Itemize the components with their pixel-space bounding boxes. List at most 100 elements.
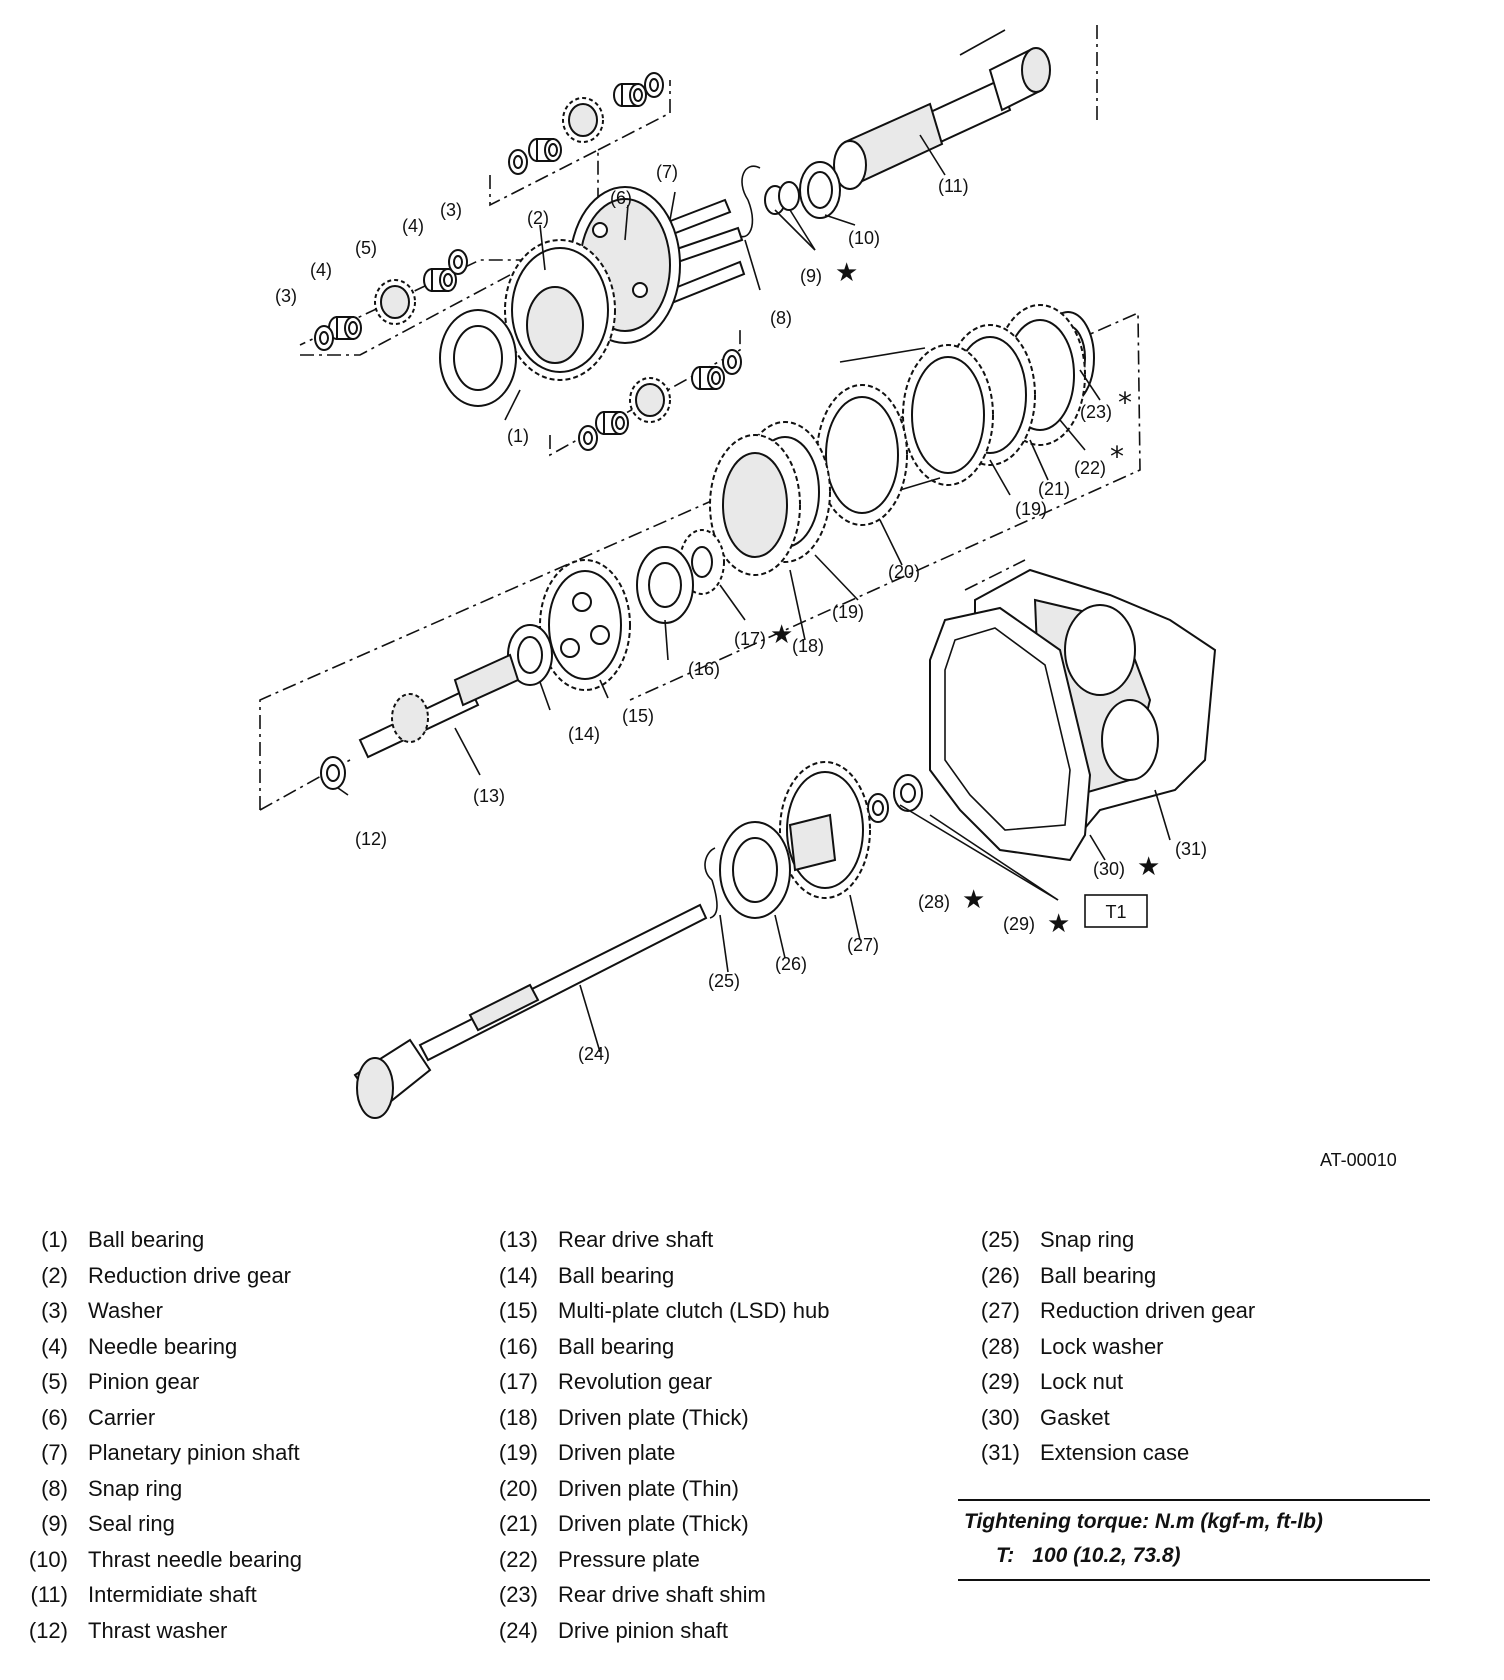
legend-item: (28) Lock washer: [970, 1329, 1255, 1365]
legend-item: (24)Drive pinion shaft: [488, 1613, 829, 1649]
rear-drive-shaft-13: [358, 653, 520, 759]
clutch-plate-stack: [709, 304, 1095, 576]
legend-item: (14)Ball bearing: [488, 1258, 829, 1294]
exploded-diagram: (1) (2) (3) (3) (4) (4) (5) (6) (7) (8) …: [259, 25, 1217, 1119]
legend-item: (6)Carrier: [18, 1400, 302, 1436]
legend-item: (9) Seal ring: [18, 1506, 302, 1542]
legend-item: (7) Planetary pinion shaft: [18, 1435, 302, 1471]
star-markers: ★ ★ ★ ★ ★ * *: [770, 258, 1160, 939]
legend-num: (17): [498, 1369, 538, 1394]
legend-name: Snap ring: [88, 1475, 183, 1501]
torque-spec: T: 100 (10.2, 73.8): [958, 1539, 1430, 1573]
washer-upper: [644, 72, 664, 98]
assembly-boundary-pinions-left: [299, 259, 539, 356]
callout-18: (18): [792, 636, 824, 656]
legend-item: (22)Pressure plate: [488, 1542, 829, 1578]
legend-name: Multi-plate clutch (LSD) hub: [558, 1298, 830, 1323]
callout-25: (25): [708, 971, 740, 991]
legend-num: (15): [498, 1298, 538, 1323]
pinion-gear-upper: [562, 97, 604, 143]
lock-washer-28: [867, 793, 889, 823]
callout-5: (5): [355, 238, 377, 258]
legend-num: (8): [41, 1475, 68, 1501]
legend-item: (31)Extension case: [970, 1435, 1255, 1471]
legend-item: (1)Ball bearing: [18, 1222, 302, 1258]
thrust-washer-12: [320, 756, 346, 790]
legend-name: Revolution gear: [558, 1369, 713, 1394]
legend-num: (22): [498, 1546, 538, 1572]
legend-num: (1): [41, 1227, 68, 1252]
legend-name: Reduction driven gear: [1040, 1298, 1256, 1323]
legend-item: (19)Driven plate: [488, 1435, 829, 1471]
legend-item: (5)Pinion gear: [18, 1364, 302, 1400]
pinion-gear-5: [374, 279, 416, 325]
parts-legend-col1: (1)Ball bearing (2)Reduction drive gear …: [18, 1222, 302, 1648]
callout-1: (1): [507, 426, 529, 446]
planetary-pinion-shaft-7: [658, 198, 746, 304]
legend-num: (24): [498, 1617, 538, 1643]
legend-item: (29)Lock nut: [970, 1364, 1255, 1400]
legend-item: (26)Ball bearing: [970, 1258, 1255, 1294]
ball-bearing-16: [636, 546, 694, 624]
star-icon-30: ★: [1137, 852, 1160, 882]
legend-name: Driven plate (Thick): [558, 1404, 749, 1430]
legend-num: (5): [41, 1369, 68, 1394]
legend-name: Extension case: [1040, 1440, 1190, 1465]
washer-3a: [314, 325, 334, 351]
drive-pinion-shaft-24: [353, 903, 708, 1119]
torque-value: 100 (10.2, 73.8): [1032, 1544, 1181, 1567]
legend-item: (10)Thrast needle bearing: [18, 1542, 302, 1578]
torque-label: T:: [996, 1544, 1015, 1567]
reduction-drive-gear-2: [504, 239, 616, 381]
parts-legend-col2: (13)Rear drive shaft (14)Ball bearing (1…: [488, 1222, 830, 1649]
washer-3b: [448, 249, 468, 275]
legend-num: (7): [41, 1440, 68, 1465]
callout-10: (10): [848, 228, 880, 248]
callout-4a: (4): [310, 260, 332, 280]
callout-labels: (1) (2) (3) (3) (4) (4) (5) (6) (7) (8) …: [275, 162, 1207, 1064]
legend-name: Lock nut: [1040, 1369, 1124, 1394]
intermediate-shaft-11: [833, 47, 1051, 190]
callout-16: (16): [688, 659, 720, 679]
legend-num: (21): [498, 1511, 538, 1536]
callout-27: (27): [847, 935, 879, 955]
callout-20: (20): [888, 562, 920, 582]
needle-bearing-upper: [613, 83, 647, 107]
callout-19b: (19): [1015, 499, 1047, 519]
washer-upper2: [508, 149, 528, 175]
legend-name: Driven plate: [558, 1440, 676, 1465]
legend-item: (8) Snap ring: [18, 1471, 302, 1507]
legend-num: (27): [980, 1298, 1020, 1323]
legend-item: (16)Ball bearing: [488, 1329, 829, 1365]
legend-num: (9): [41, 1511, 68, 1536]
legend-name: Ball bearing: [558, 1333, 675, 1359]
callout-4b: (4): [402, 216, 424, 236]
legend-num: (6): [41, 1404, 68, 1430]
callout-7: (7): [656, 162, 678, 182]
torque-box-t1: T1: [1084, 894, 1148, 928]
callout-21: (21): [1038, 479, 1070, 499]
star-icon-29: ★: [1047, 909, 1070, 939]
legend-num: (28): [980, 1333, 1020, 1359]
ball-bearing-1: [439, 309, 517, 407]
callout-3a: (3): [275, 286, 297, 306]
reduction-driven-gear-27: [779, 761, 871, 899]
legend-item: (11)Intermidiate shaft: [18, 1577, 302, 1613]
callout-28: (28): [918, 892, 950, 912]
callout-22: (22): [1074, 458, 1106, 478]
legend-item: (27) Reduction driven gear: [970, 1293, 1255, 1329]
needle-bearing-lower2: [691, 366, 725, 390]
needle-bearing-4b: [423, 268, 457, 292]
legend-name: Lock washer: [1040, 1333, 1164, 1359]
legend-name: Planetary pinion shaft: [88, 1440, 300, 1465]
tightening-torque-box: Tightening torque: N.m (kgf-m, ft-lb) T:…: [958, 1499, 1430, 1581]
legend-name: Driven plate (Thin): [558, 1475, 739, 1501]
legend-num: (26): [980, 1262, 1020, 1288]
callout-13: (13): [473, 786, 505, 806]
legend-item: (21)Driven plate (Thick): [488, 1506, 829, 1542]
legend-name: Needle bearing: [88, 1333, 238, 1359]
gasket-30: [929, 606, 1092, 862]
legend-name: Seal ring: [88, 1511, 175, 1536]
legend-item: (12)Thrast washer: [18, 1613, 302, 1649]
legend-item: (30)Gasket: [970, 1400, 1255, 1436]
